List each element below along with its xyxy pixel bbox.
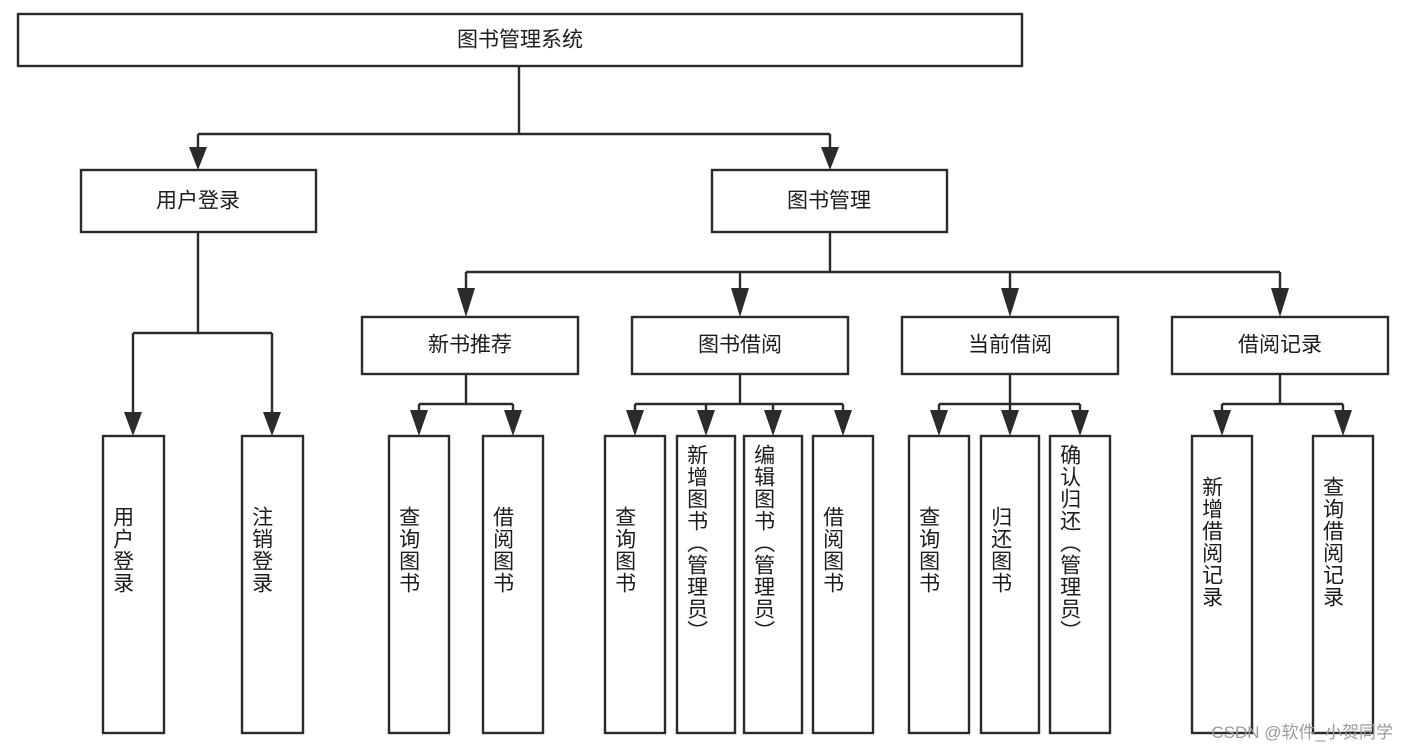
node-box-leaf-user-login[interactable] xyxy=(101,434,166,735)
node-box-leaf-return-book[interactable] xyxy=(979,434,1041,735)
node-box-book-borrow[interactable] xyxy=(630,315,850,376)
node-box-leaf-logout[interactable] xyxy=(240,434,305,735)
node-label-borrow-records: 借阅记录 xyxy=(1238,334,1322,357)
arrow-head-leaf-return-book xyxy=(1001,410,1019,436)
arrow-head-leaf-edit-book xyxy=(764,410,782,436)
arrow-head-leaf-add-book xyxy=(697,410,715,436)
arrow-head-leaf-logout xyxy=(263,412,281,436)
arrow-head-leaf-query-record xyxy=(1334,410,1352,436)
node-box-new-books[interactable] xyxy=(360,315,580,376)
arrow-head-leaf-query-book-b xyxy=(626,410,644,436)
csdn-watermark: CSDN @软件_小贺同学 xyxy=(1211,723,1393,742)
connector-group xyxy=(124,66,1352,436)
node-box-current-borrow[interactable] xyxy=(900,315,1120,376)
node-box-borrow-records[interactable] xyxy=(1170,315,1390,376)
arrow-head-leaf-query-book-c xyxy=(930,410,948,436)
node-box-root[interactable] xyxy=(16,12,1024,68)
node-box-leaf-borrow-book-b[interactable] xyxy=(811,434,875,735)
node-box-group xyxy=(16,12,1390,735)
arrow-head-user-login xyxy=(189,147,207,170)
node-label-current-borrow: 当前借阅 xyxy=(968,334,1052,357)
node-box-book-mgmt[interactable] xyxy=(710,168,949,234)
node-box-leaf-borrow-book-a[interactable] xyxy=(481,434,545,735)
node-box-leaf-add-record[interactable] xyxy=(1190,434,1254,735)
node-box-leaf-edit-book[interactable] xyxy=(742,434,804,735)
node-box-leaf-query-book-a[interactable] xyxy=(387,434,451,735)
node-label-book-borrow: 图书借阅 xyxy=(698,334,782,357)
arrow-head-new-books xyxy=(457,288,475,317)
arrow-head-leaf-borrow-book-a xyxy=(504,410,522,436)
page-title: 图书管理系统 xyxy=(457,29,583,52)
arrow-head-leaf-confirm-return xyxy=(1071,410,1089,436)
node-box-leaf-query-book-c[interactable] xyxy=(907,434,971,735)
node-box-leaf-confirm-return[interactable] xyxy=(1048,434,1112,735)
arrow-head-borrow-records xyxy=(1271,288,1289,317)
arrow-head-leaf-query-book-a xyxy=(410,410,428,436)
node-box-user-login[interactable] xyxy=(79,168,318,234)
arrow-head-book-mgmt xyxy=(821,147,839,170)
node-box-leaf-query-book-b[interactable] xyxy=(603,434,667,735)
arrow-head-leaf-user-login xyxy=(124,412,142,436)
node-box-leaf-query-record[interactable] xyxy=(1311,434,1375,735)
node-label-user-login: 用户登录 xyxy=(156,190,240,213)
horizontal-label-group: 图书管理系统 用户登录 图书管理 新书推荐 图书借阅 当前借阅 借阅记录 xyxy=(156,29,1322,357)
arrow-head-current-borrow xyxy=(1001,288,1019,317)
arrow-head-book-borrow xyxy=(731,288,749,317)
node-box-leaf-add-book[interactable] xyxy=(675,434,737,735)
arrow-head-leaf-add-record xyxy=(1213,410,1231,436)
node-label-book-mgmt: 图书管理 xyxy=(787,190,871,213)
arrow-head-leaf-borrow-book-b xyxy=(834,410,852,436)
node-label-new-books: 新书推荐 xyxy=(428,334,512,357)
